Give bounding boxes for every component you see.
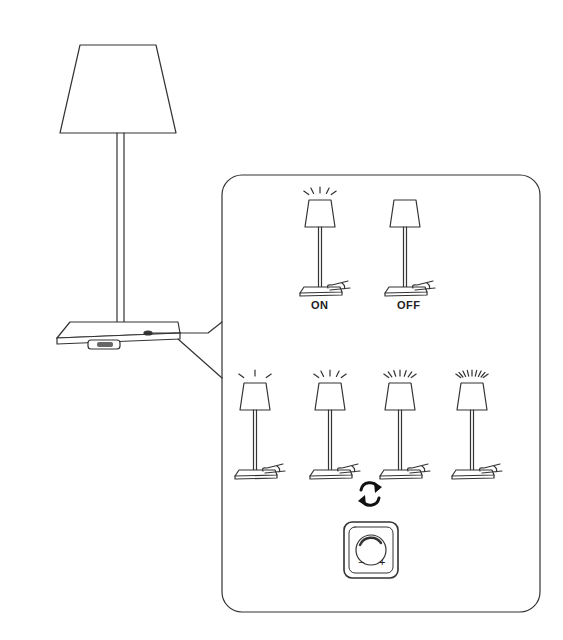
lamp-stroke xyxy=(310,475,352,479)
lamp-stroke xyxy=(471,370,472,376)
lamp-stroke xyxy=(399,370,400,376)
lamp-stroke xyxy=(321,371,324,376)
lamp-stroke xyxy=(394,371,396,377)
lamp-stroke xyxy=(329,370,330,376)
lamp-stroke xyxy=(305,200,335,227)
state-label: OFF xyxy=(397,300,421,311)
lamp-stroke xyxy=(390,200,420,227)
small-lamps xyxy=(235,187,502,479)
lamp-stroke xyxy=(311,188,314,193)
lamp-stroke xyxy=(404,227,407,287)
lamp-stroke xyxy=(413,281,436,290)
leader-line xyxy=(178,339,222,378)
lamp-stroke xyxy=(239,374,244,378)
lamp-stroke xyxy=(314,374,319,378)
lamp-stem xyxy=(117,133,124,327)
lamp-stroke xyxy=(240,383,270,410)
lamp-stroke xyxy=(336,371,339,376)
lamp-stroke xyxy=(263,464,286,473)
lamp-stroke xyxy=(319,187,320,193)
lamp-stroke xyxy=(254,410,257,470)
dimmer-sign: − xyxy=(358,557,364,568)
usb-socket xyxy=(97,342,113,347)
leader-line xyxy=(152,322,222,333)
lamp-stroke xyxy=(326,188,329,193)
lamp-stroke xyxy=(328,281,351,290)
lamp-stroke xyxy=(463,371,466,376)
lamp-stroke xyxy=(319,227,322,287)
lamp-stroke xyxy=(399,410,402,470)
lamp-stroke xyxy=(478,371,481,376)
state-label: ON xyxy=(311,300,329,311)
usb-port xyxy=(88,340,120,349)
lamp-stroke xyxy=(408,372,412,377)
lamp-stroke xyxy=(300,292,342,296)
lamp-stroke xyxy=(315,383,345,410)
lamp-stroke xyxy=(329,410,332,470)
lamp-stroke xyxy=(408,464,431,473)
lamp-stroke xyxy=(385,292,427,296)
lamp-stroke xyxy=(411,374,416,378)
lamp-shade xyxy=(60,45,176,133)
lamp-stroke xyxy=(452,475,494,479)
lamp-stroke xyxy=(471,410,474,470)
dimmer-box xyxy=(344,522,398,578)
lamp-stroke xyxy=(304,191,309,195)
lamp-stroke xyxy=(480,464,503,473)
lamp-stroke xyxy=(483,374,488,378)
dimmer-sign: + xyxy=(379,557,385,568)
lamp-stroke xyxy=(404,371,406,377)
touch-button xyxy=(144,331,152,335)
lamp-stroke xyxy=(385,383,415,410)
callout-panel xyxy=(222,175,540,612)
lamp-stroke xyxy=(457,383,487,410)
lamp-stroke xyxy=(467,370,468,376)
lamp-stroke xyxy=(459,372,463,377)
lamp-stroke xyxy=(254,370,255,376)
lamp-stroke xyxy=(384,374,389,378)
lamp-stroke xyxy=(380,475,422,479)
dimmer-arc xyxy=(360,538,381,545)
lamp-stroke xyxy=(341,374,346,378)
dimmer-inner xyxy=(349,527,393,573)
lamp-stroke xyxy=(456,374,461,378)
lamp-stroke xyxy=(338,464,361,473)
base-edge xyxy=(57,333,180,338)
lamp-stroke xyxy=(266,374,271,378)
lamp-stroke xyxy=(475,370,476,376)
lamp-stroke xyxy=(235,475,277,479)
lamp-stroke xyxy=(331,191,336,195)
lamp-stroke xyxy=(388,372,392,377)
